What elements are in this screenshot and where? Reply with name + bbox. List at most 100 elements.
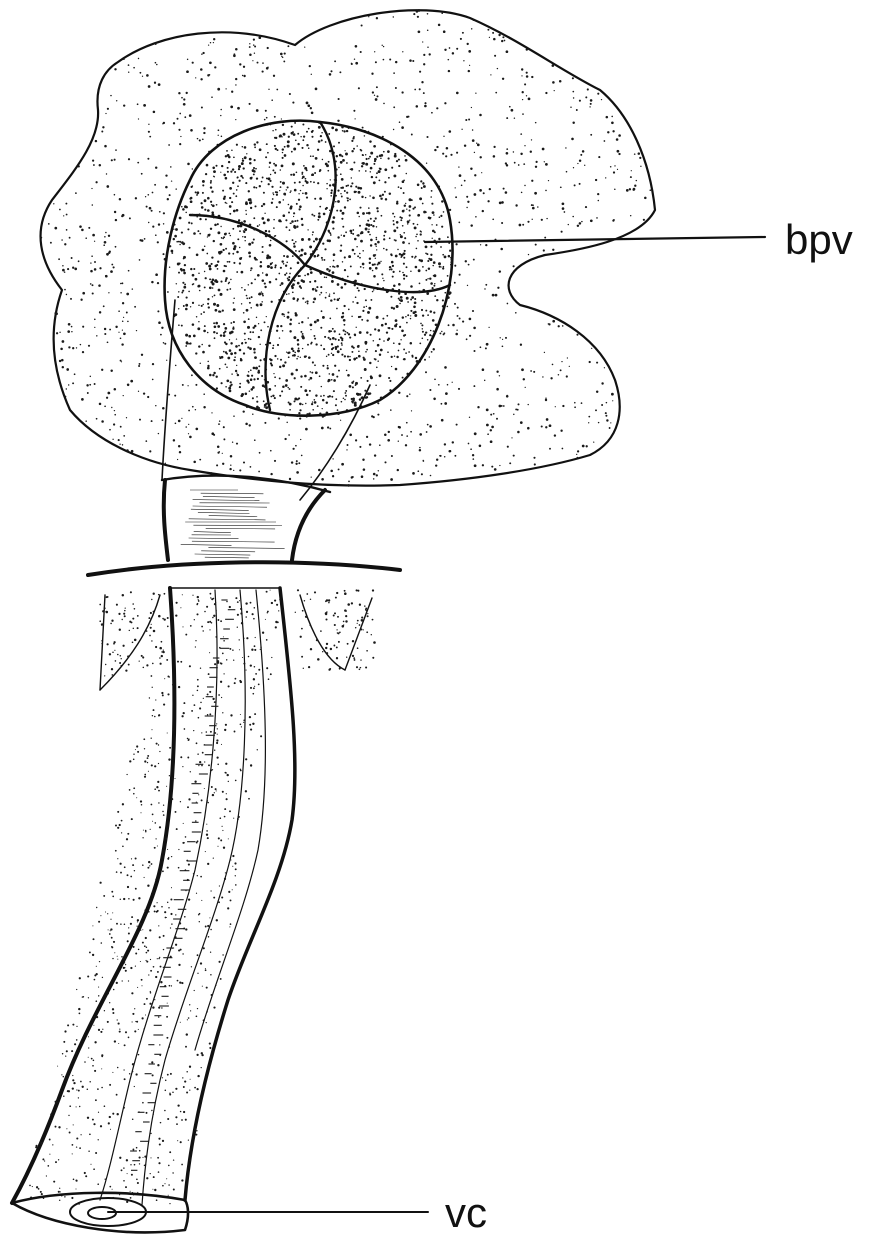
stipple-dot (359, 604, 361, 606)
stipple-dot (205, 926, 207, 928)
stipple-dot (427, 47, 428, 48)
stipple-dot (356, 357, 358, 359)
stipple-dot (213, 303, 216, 306)
stipple-dot (287, 45, 289, 47)
stipple-dot (577, 457, 579, 459)
stipple-dot (214, 701, 216, 703)
stipple-dot (289, 388, 291, 390)
stipple-dot (523, 378, 525, 380)
stipple-dot (434, 295, 436, 297)
stipple-dot (115, 326, 117, 328)
stipple-dot (278, 219, 281, 222)
stipple-dot (456, 92, 459, 95)
stipple-dot (216, 464, 218, 466)
stipple-dot (106, 397, 108, 399)
stipple-dot (501, 201, 504, 204)
stipple-dot (372, 657, 374, 659)
stipple-dot (68, 346, 70, 348)
stipple-dot (92, 160, 94, 162)
stipple-dot (108, 235, 110, 237)
stipple-dot (279, 377, 281, 379)
stipple-dot (75, 192, 77, 194)
stipple-dot (207, 236, 208, 237)
stipple-dot (179, 981, 181, 983)
stipple-dot (428, 267, 430, 269)
stipple-dot (174, 778, 175, 779)
stipple-dot (382, 278, 383, 279)
stipple-dot (373, 145, 376, 148)
stipple-dot (122, 803, 124, 805)
stipple-dot (342, 159, 345, 162)
stipple-dot (246, 295, 248, 297)
stipple-dot (349, 199, 351, 201)
stipple-dot (184, 116, 186, 118)
stipple-dot (379, 195, 382, 198)
stipple-dot (233, 262, 235, 264)
stipple-dot (404, 237, 406, 239)
stipple-dot (526, 72, 528, 74)
stipple-dot (229, 187, 232, 190)
stipple-dot (246, 637, 248, 639)
stipple-dot (330, 179, 331, 180)
stipple-dot (224, 816, 226, 818)
stipple-dot (117, 956, 118, 957)
stipple-dot (393, 342, 395, 344)
stipple-dot (232, 855, 234, 857)
stipple-dot (199, 218, 201, 220)
stipple-dot (590, 219, 593, 222)
stipple-dot (297, 298, 299, 300)
stipple-dot (261, 181, 263, 183)
stipple-dot (444, 456, 446, 458)
stipple-dot (120, 923, 122, 925)
stipple-dot (289, 478, 291, 480)
stipple-dot (114, 68, 116, 70)
stipple-dot (343, 305, 345, 307)
stipple-dot (209, 278, 211, 280)
stipple-dot (429, 425, 432, 428)
stipple-dot (157, 241, 159, 243)
stipple-dot (170, 913, 172, 915)
stipple-dot (224, 331, 226, 333)
stipple-dot (245, 182, 247, 184)
stipple-dot (95, 1099, 97, 1101)
stipple-dot (577, 225, 579, 227)
stipple-dot (302, 348, 303, 349)
stipple-dot (199, 761, 201, 763)
stipple-dot (218, 310, 220, 312)
stipple-dot (614, 165, 615, 166)
stipple-dot (146, 998, 148, 1000)
stipple-dot (168, 394, 170, 396)
stipple-dot (202, 986, 203, 987)
stipple-dot (88, 1057, 89, 1058)
stipple-dot (254, 279, 256, 281)
stipple-dot (129, 1073, 131, 1075)
stipple-dot (182, 594, 183, 595)
stipple-dot (72, 382, 74, 384)
stipple-dot (332, 221, 335, 224)
stipple-dot (261, 217, 264, 220)
stipple-dot (111, 891, 113, 893)
stipple-dot (135, 1073, 137, 1075)
stipple-dot (223, 334, 226, 337)
stipple-dot (496, 371, 498, 373)
stipple-dot (221, 237, 223, 239)
stipple-dot (109, 653, 111, 655)
stipple-dot (186, 1033, 188, 1035)
stipple-dot (264, 286, 266, 288)
stipple-dot (330, 330, 332, 332)
stipple-dot (135, 953, 137, 955)
stipple-dot (429, 356, 430, 357)
stipple-dot (290, 205, 293, 208)
stipple-dot (378, 470, 379, 471)
stipple-dot (353, 148, 355, 150)
stipple-dot (456, 424, 458, 426)
stipple-dot (500, 337, 501, 338)
stipple-dot (288, 434, 290, 436)
stipple-dot (355, 439, 357, 441)
stipple-dot (301, 628, 303, 630)
stipple-dot (414, 89, 416, 91)
stipple-dot (631, 170, 632, 171)
stipple-dot (122, 321, 124, 323)
stipple-dot (112, 1072, 113, 1073)
stipple-dot (198, 321, 199, 322)
